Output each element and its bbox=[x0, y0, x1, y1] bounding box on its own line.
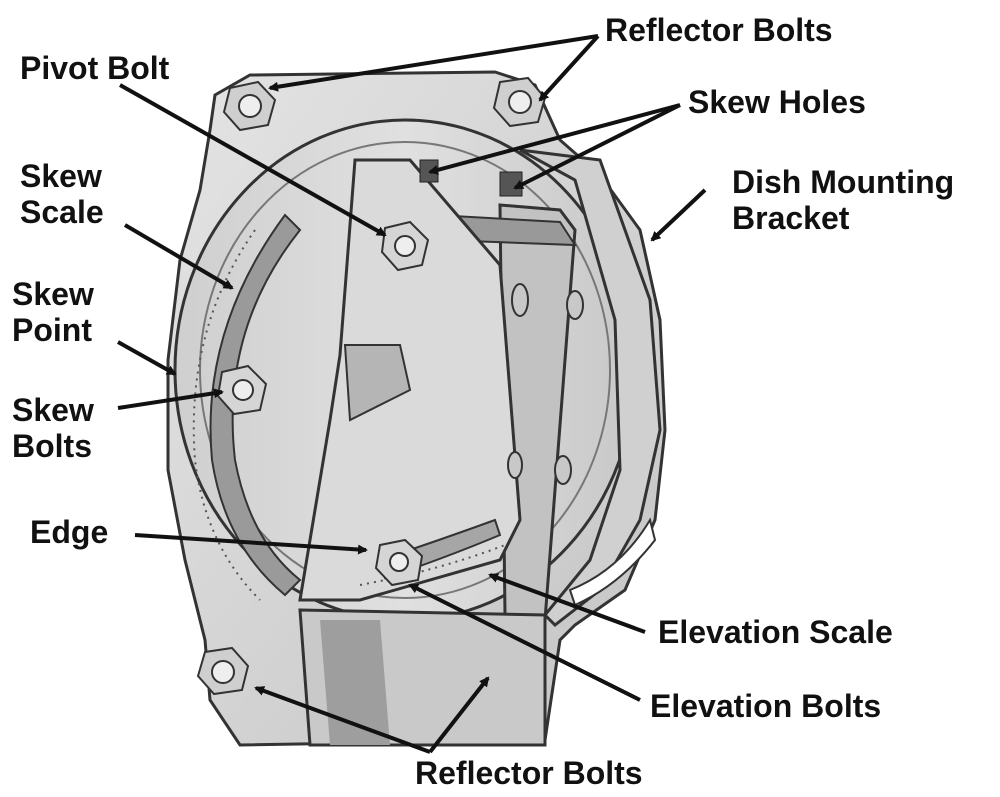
leader-elevation-bolts bbox=[408, 583, 641, 702]
leader-reflector-top-left bbox=[268, 34, 599, 92]
bracket-slot bbox=[568, 517, 657, 607]
label-skew-scale-line1: Skew bbox=[20, 158, 102, 194]
bracket-bolt-2 bbox=[566, 290, 584, 320]
elevation-bolt bbox=[374, 538, 424, 587]
label-pivot-bolt: Pivot Bolt bbox=[20, 50, 170, 86]
leader-skew-hole-1 bbox=[428, 103, 681, 175]
label-edge: Edge bbox=[30, 514, 109, 550]
leader-dish-bracket bbox=[650, 188, 707, 242]
label-skew-point-line1: Skew bbox=[12, 276, 94, 312]
label-reflector-bolts-bottom: Reflector Bolts bbox=[415, 755, 643, 791]
label-dish-mounting-bracket: Dish Mounting Bracket bbox=[732, 164, 954, 236]
bracket-bolt-1 bbox=[511, 283, 529, 317]
leader-skew-scale bbox=[123, 223, 234, 290]
reflector-bolt-top-left bbox=[222, 80, 277, 132]
leader-reflector-bottom-left bbox=[254, 686, 431, 754]
leader-edge bbox=[134, 533, 368, 555]
label-skew-bolts-line1: Skew bbox=[12, 392, 94, 428]
dish-bracket bbox=[519, 148, 662, 627]
bracket-bolt-3 bbox=[554, 455, 572, 485]
pivot-notch bbox=[343, 344, 412, 422]
leader-lines bbox=[117, 34, 707, 754]
pivot-bolt bbox=[380, 220, 430, 272]
label-elevation-scale: Elevation Scale bbox=[658, 614, 893, 650]
leader-skew-hole-2 bbox=[513, 103, 681, 190]
label-skew-scale-line2: Scale bbox=[20, 194, 104, 230]
label-dish-mounting-bracket-line2: Bracket bbox=[732, 200, 850, 236]
label-reflector-bolts-top: Reflector Bolts bbox=[605, 12, 833, 48]
leader-skew-bolts bbox=[117, 388, 224, 410]
label-dish-mounting-bracket-line1: Dish Mounting bbox=[732, 164, 955, 200]
label-skew-bolts-line2: Bolts bbox=[12, 428, 92, 464]
leader-pivot-bolt bbox=[119, 83, 387, 237]
label-elevation-bolts: Elevation Bolts bbox=[650, 688, 882, 724]
leader-elevation-scale bbox=[488, 573, 646, 634]
elevation-scale-arc bbox=[359, 544, 506, 586]
label-skew-bolts: Skew Bolts bbox=[12, 392, 94, 464]
leader-reflector-top-right bbox=[538, 34, 600, 102]
pivot-plate bbox=[298, 158, 522, 602]
label-skew-scale: Skew Scale bbox=[20, 158, 104, 230]
mast-shadow bbox=[320, 620, 390, 745]
leader-reflector-bottom-right bbox=[428, 676, 490, 754]
label-skew-point: Skew Point bbox=[12, 276, 94, 348]
reflector-bolt-bottom-left bbox=[196, 646, 250, 696]
bracket-bolt-4 bbox=[507, 451, 523, 479]
reflector-bolt-top-right bbox=[492, 76, 547, 128]
mount-disc-rim bbox=[199, 141, 611, 599]
skew-bolt bbox=[216, 364, 268, 416]
label-skew-point-line2: Point bbox=[12, 312, 92, 348]
label-skew-holes: Skew Holes bbox=[688, 84, 866, 120]
leader-skew-point bbox=[117, 340, 177, 376]
